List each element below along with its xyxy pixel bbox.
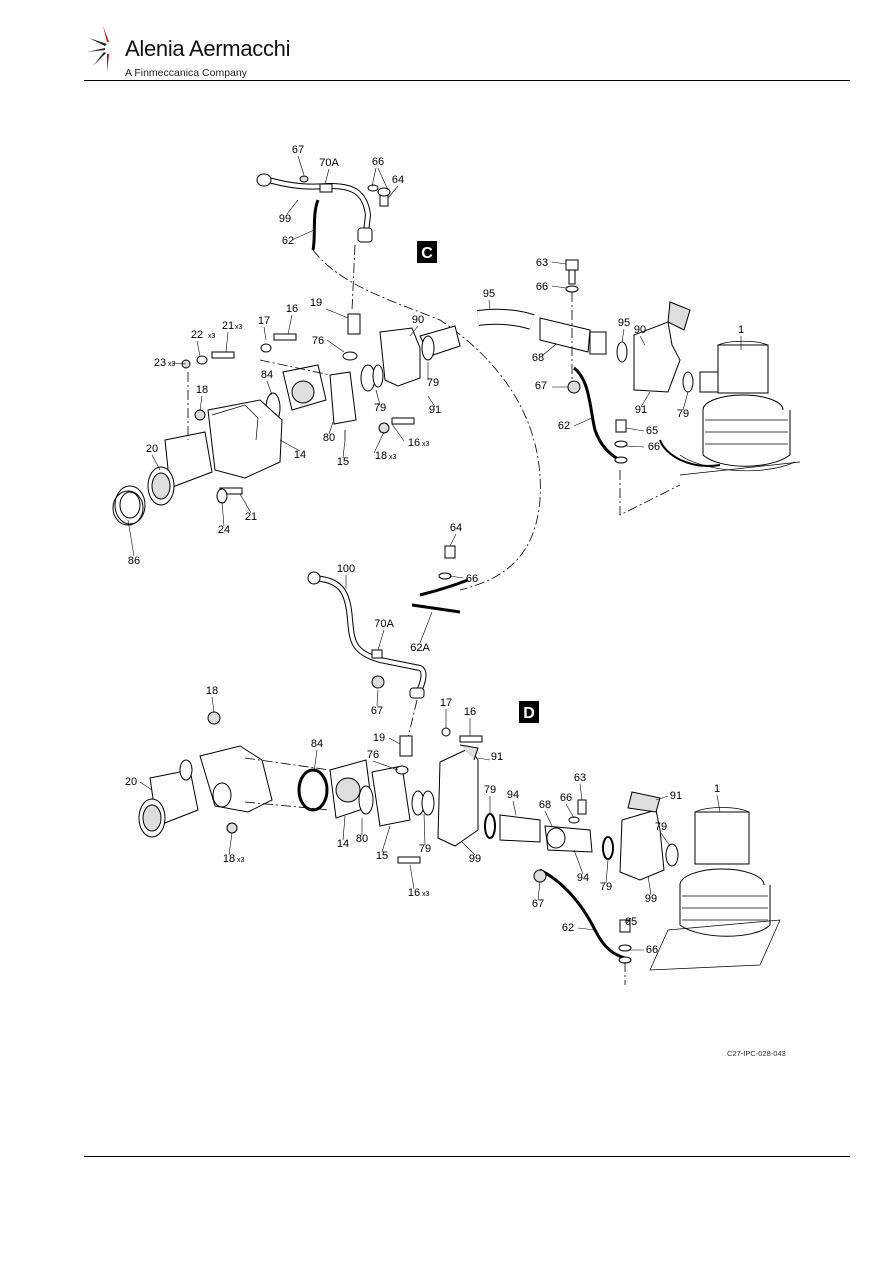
item-label-91: 91	[635, 404, 647, 416]
item-label-76: 76	[367, 749, 379, 761]
item-label-16: 16	[408, 887, 420, 899]
item-label-66: 66	[372, 156, 384, 168]
item-label-66: 66	[648, 441, 660, 453]
item-label-20: 20	[146, 443, 158, 455]
item-label-19: 19	[373, 732, 385, 744]
item-label-16: 16	[464, 706, 476, 718]
item-label-84: 84	[311, 738, 323, 750]
item-label-99: 99	[645, 893, 657, 905]
item-label-19: 19	[310, 297, 322, 309]
item-label-18: 18	[206, 685, 218, 697]
item-label-90: 90	[634, 324, 646, 336]
view-c-group: C	[112, 173, 801, 614]
item-label-18: 18	[223, 853, 235, 865]
item-label-79: 79	[677, 408, 689, 420]
item-label-79: 79	[655, 821, 667, 833]
item-label-84: 84	[261, 369, 273, 381]
item-label-80: 80	[356, 833, 368, 845]
item-label-94: 94	[507, 789, 519, 801]
header-divider	[84, 80, 850, 81]
item-label-79: 79	[427, 377, 439, 389]
item-label-65: 65	[625, 916, 637, 928]
item-label-66: 66	[560, 792, 572, 804]
item-label-63: 63	[536, 257, 548, 269]
item-label-99: 99	[279, 213, 291, 225]
item-label-21: 21	[245, 511, 257, 523]
item-label-16: 16	[286, 303, 298, 315]
item-label-62: 62	[558, 420, 570, 432]
item-label-70A: 70A	[319, 157, 339, 169]
item-label-1: 1	[714, 783, 720, 795]
item-label-80: 80	[323, 432, 335, 444]
logo-swoosh-icon	[87, 26, 109, 72]
item-label-21: 21	[222, 320, 234, 332]
item-label-x3: x3	[389, 454, 397, 461]
item-label-79: 79	[484, 784, 496, 796]
item-label-67: 67	[371, 705, 383, 717]
item-label-23: 23	[154, 357, 166, 369]
item-label-15: 15	[376, 850, 388, 862]
item-label-62A: 62A	[410, 642, 430, 654]
item-label-14: 14	[337, 838, 349, 850]
item-label-66: 66	[536, 281, 548, 293]
item-label-95: 95	[618, 317, 630, 329]
item-label-x3: x3	[168, 361, 176, 368]
item-label-90: 90	[412, 314, 424, 326]
item-label-66: 66	[646, 944, 658, 956]
company-tagline: A Finmeccanica Company	[125, 67, 247, 79]
item-label-64: 64	[450, 522, 462, 534]
figure-reference: C27-IPC-028-043	[727, 1049, 786, 1058]
item-label-67: 67	[292, 144, 304, 156]
item-label-15: 15	[337, 456, 349, 468]
item-label-62: 62	[282, 235, 294, 247]
item-label-x3: x3	[422, 891, 430, 898]
item-label-95: 95	[483, 288, 495, 300]
item-label-68: 68	[539, 799, 551, 811]
item-label-20: 20	[125, 776, 137, 788]
item-label-1: 1	[738, 324, 744, 336]
item-label-18: 18	[196, 384, 208, 396]
item-label-66: 66	[466, 573, 478, 585]
item-label-x3: x3	[235, 324, 243, 331]
item-label-65: 65	[646, 425, 658, 437]
item-label-18: 18	[375, 450, 387, 462]
leader-lines	[127, 155, 742, 951]
item-label-76: 76	[312, 335, 324, 347]
item-label-79: 79	[600, 881, 612, 893]
item-label-86: 86	[128, 555, 140, 567]
item-label-91: 91	[491, 751, 503, 763]
item-label-68: 68	[532, 352, 544, 364]
view-d-group: D	[138, 571, 781, 985]
item-label-17: 17	[258, 315, 270, 327]
item-label-67: 67	[535, 380, 547, 392]
item-label-62: 62	[562, 922, 574, 934]
item-label-17: 17	[440, 697, 452, 709]
item-label-67: 67	[532, 898, 544, 910]
item-label-70A: 70A	[374, 618, 394, 630]
item-label-91: 91	[670, 790, 682, 802]
item-label-91: 91	[429, 404, 441, 416]
item-label-x3: x3	[237, 857, 245, 864]
item-label-x3: x3	[422, 441, 430, 448]
company-name: Alenia Aermacchi	[125, 36, 291, 61]
item-label-24: 24	[218, 524, 230, 536]
item-label-99: 99	[469, 853, 481, 865]
item-label-79: 79	[419, 843, 431, 855]
item-label-14: 14	[294, 449, 306, 461]
view-d-key: D	[523, 705, 535, 722]
item-label-64: 64	[392, 174, 404, 186]
item-label-x3: x3	[208, 333, 216, 340]
brand-logo: Alenia Aermacchi A Finmeccanica Company	[85, 22, 345, 82]
item-label-79: 79	[374, 402, 386, 414]
item-label-100: 100	[337, 563, 355, 575]
item-label-16: 16	[408, 437, 420, 449]
item-label-94: 94	[577, 872, 589, 884]
item-labels: 67 70A 66 64 99 62 63 66 95 90 95 90 1 1…	[125, 144, 744, 956]
footer-divider	[84, 1156, 850, 1157]
item-label-63: 63	[574, 772, 586, 784]
view-c-key: C	[421, 245, 433, 262]
item-label-22: 22	[191, 329, 203, 341]
